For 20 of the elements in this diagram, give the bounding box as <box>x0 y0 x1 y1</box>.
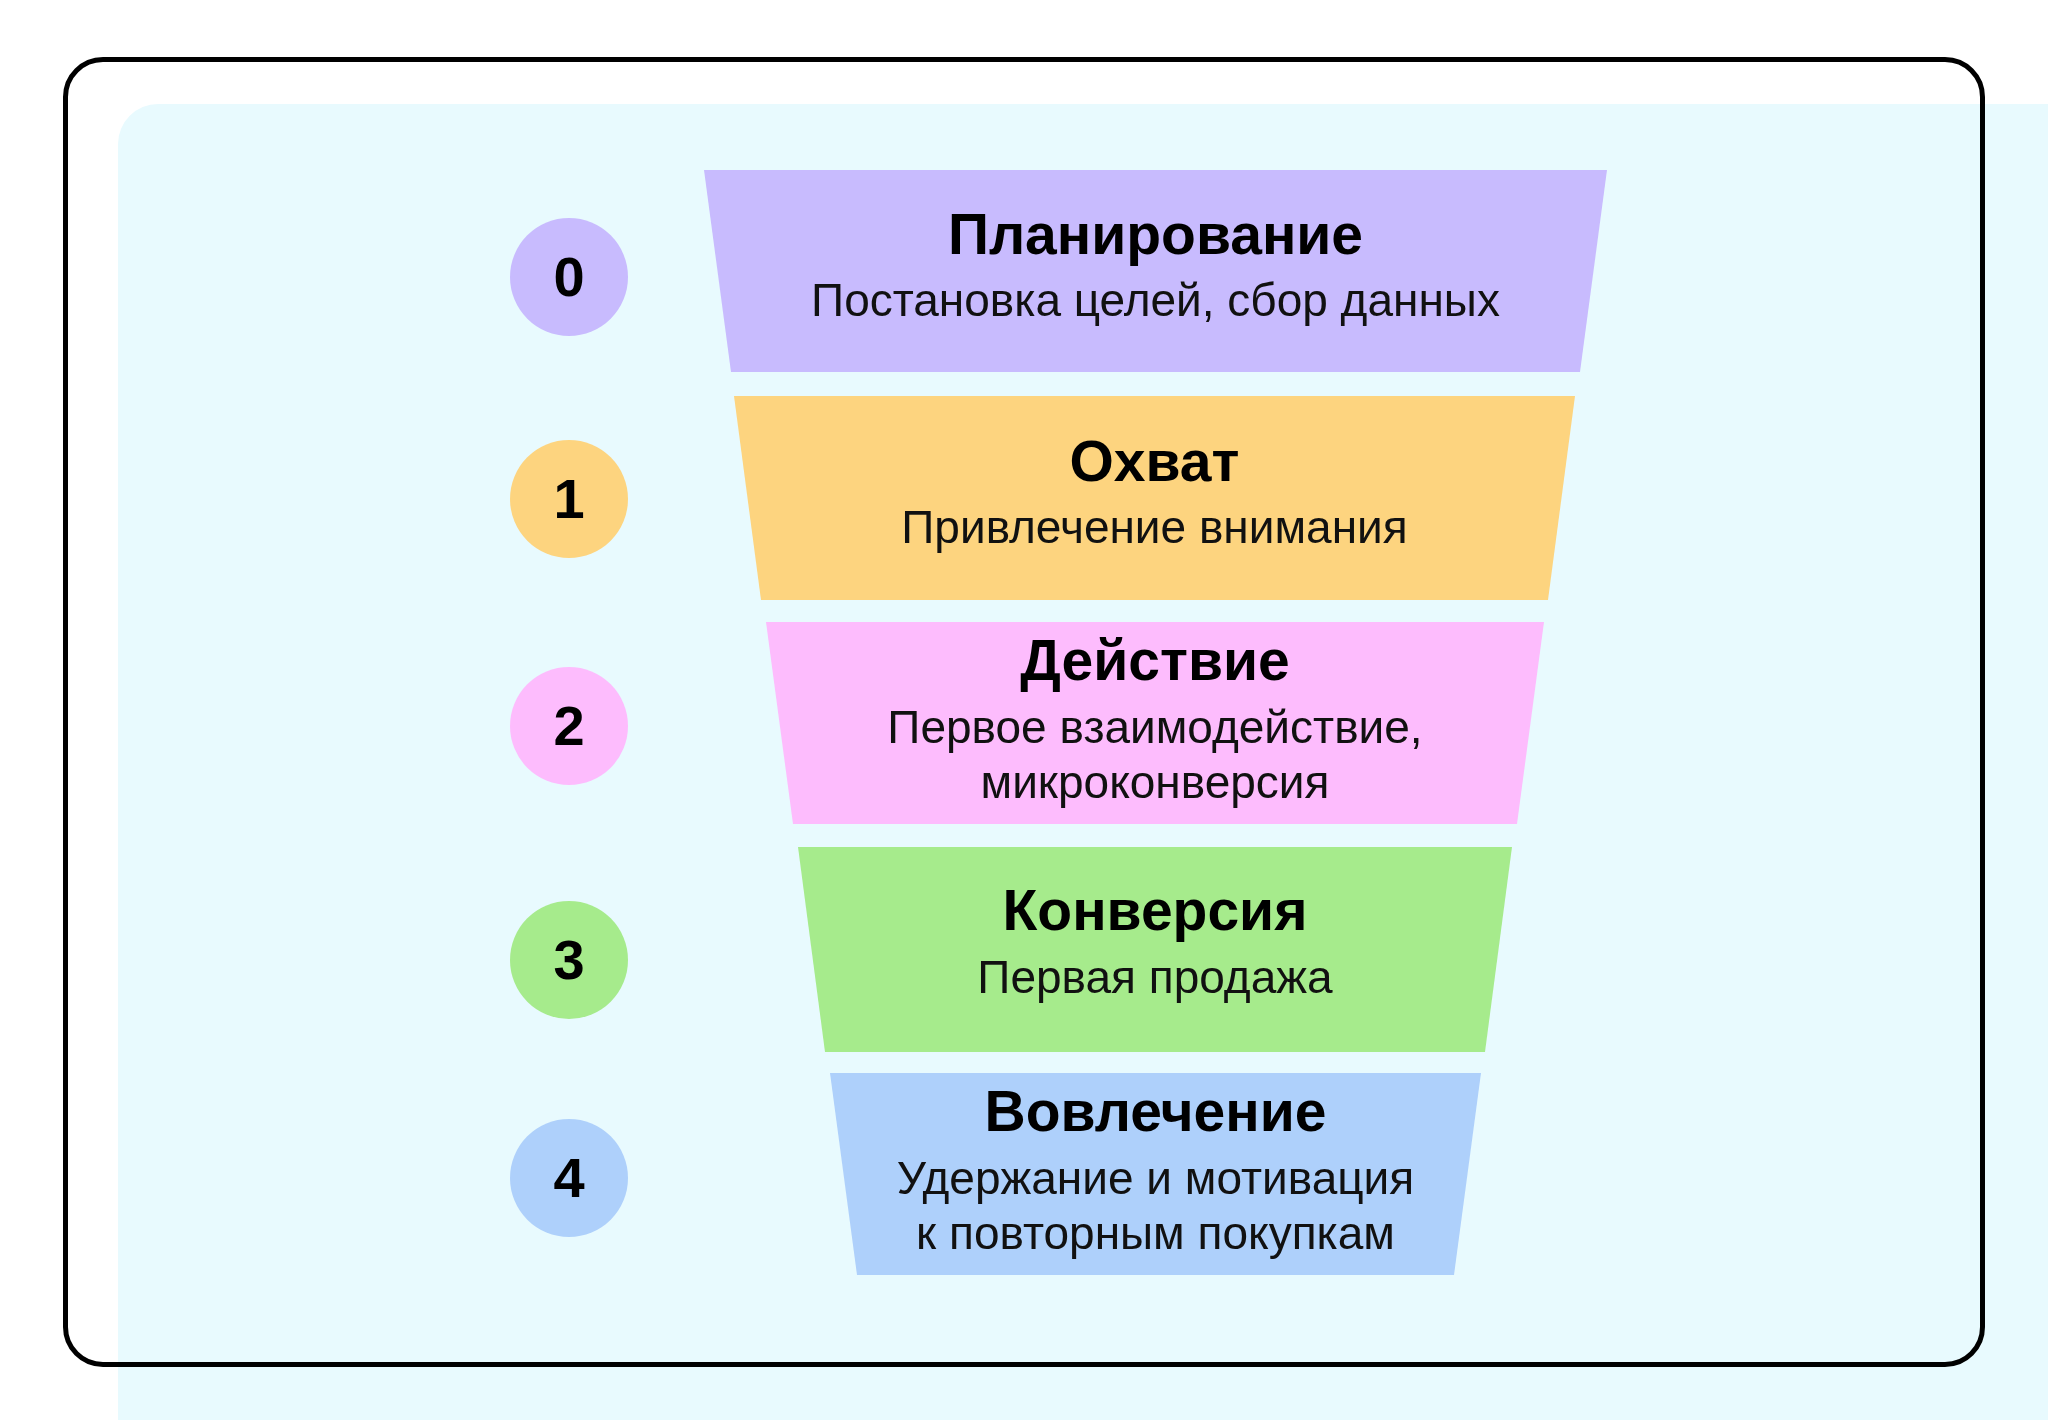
stage-description: Постановка целей, сбор данных <box>811 273 1500 329</box>
step-number: 2 <box>553 698 585 754</box>
step-number: 3 <box>553 932 585 988</box>
stage-title: Конверсия <box>1002 878 1308 944</box>
funnel-stage <box>798 847 1512 1052</box>
stage-title: Планирование <box>947 201 1364 268</box>
funnel-stage <box>734 396 1575 600</box>
step-number: 0 <box>553 249 585 305</box>
funnel-stage <box>830 1073 1481 1275</box>
funnel-stage <box>766 622 1544 824</box>
stage-description: Первая продажа <box>977 949 1333 1005</box>
stage-description: Первое взаимодействие, микроконверсия <box>886 699 1424 810</box>
stage-title: Охват <box>1069 428 1240 495</box>
stage-title: Действие <box>1020 628 1290 694</box>
stage-description: Удержание и мотивация к повторным покупкам <box>895 1150 1416 1261</box>
step-number: 4 <box>553 1150 585 1206</box>
stage-title: Вовлечение <box>984 1079 1327 1145</box>
funnel-stage <box>704 170 1607 372</box>
stage-description: Привлечение внимания <box>901 500 1408 556</box>
step-number: 1 <box>553 471 585 527</box>
